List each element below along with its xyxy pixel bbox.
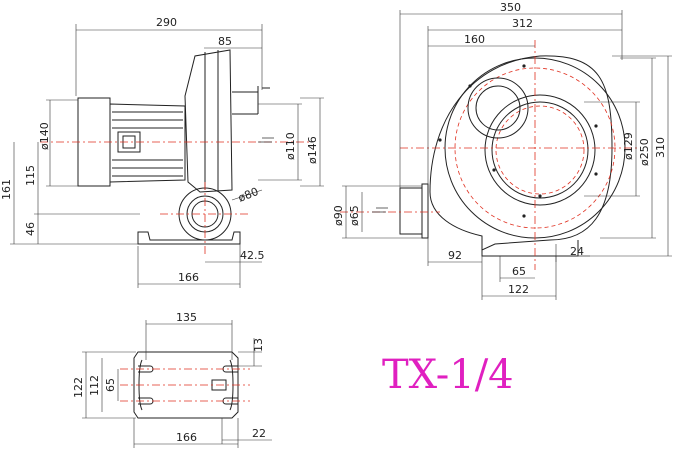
dim-dia-129: ø129 bbox=[622, 132, 635, 160]
dim-22: 22 bbox=[252, 427, 266, 440]
dim-13: 13 bbox=[252, 338, 265, 352]
dim-dia-250: ø250 bbox=[638, 138, 651, 166]
airflow-arrow-front bbox=[372, 207, 388, 213]
dim-350: 350 bbox=[500, 1, 521, 14]
dim-135: 135 bbox=[176, 311, 197, 324]
airflow-arrow-side bbox=[258, 137, 274, 143]
outlet-pipe bbox=[399, 187, 423, 235]
dim-42-5: 42.5 bbox=[240, 249, 265, 262]
dim-dia-140: ø140 bbox=[38, 122, 51, 150]
dim-92: 92 bbox=[448, 249, 462, 262]
dim-161: 161 bbox=[0, 179, 13, 200]
dim-46: 46 bbox=[24, 222, 37, 236]
dim-dia-90: ø90 bbox=[332, 205, 345, 226]
motor-body bbox=[109, 103, 186, 183]
base-view bbox=[120, 351, 250, 419]
model-label: TX-1/4 bbox=[382, 352, 514, 398]
dim-115: 115 bbox=[24, 165, 37, 186]
impeller-circle bbox=[484, 94, 596, 206]
dim-160: 160 bbox=[464, 33, 485, 46]
base-plate bbox=[133, 351, 239, 419]
dim-122-front: 122 bbox=[508, 283, 529, 296]
dim-166-base: 166 bbox=[176, 431, 197, 444]
dim-312: 312 bbox=[512, 17, 533, 30]
dim-166-side: 166 bbox=[178, 271, 199, 284]
dim-dia-80: ø80 bbox=[236, 185, 260, 205]
side-view bbox=[40, 49, 310, 256]
blower-housing-side bbox=[184, 49, 233, 193]
front-view bbox=[340, 40, 640, 270]
dim-65-front: 65 bbox=[512, 265, 526, 278]
dim-122-base: 122 bbox=[72, 377, 85, 398]
dim-290: 290 bbox=[156, 16, 177, 29]
front-view-dimensions: 350 312 160 ø129 ø250 310 ø90 ø65 92 bbox=[332, 1, 672, 300]
dim-310: 310 bbox=[654, 137, 667, 158]
front-base bbox=[481, 236, 579, 257]
dim-dia-65-front: ø65 bbox=[348, 205, 361, 226]
base-view-dimensions: 135 13 122 112 65 166 22 bbox=[72, 311, 272, 448]
motor-flange-circle bbox=[467, 77, 529, 139]
dim-112: 112 bbox=[88, 375, 101, 396]
dim-24: 24 bbox=[570, 245, 584, 258]
side-base-feet bbox=[137, 231, 241, 245]
side-view-dimensions: 290 85 ø140 ø110 ø146 115 161 46 ø80 bbox=[0, 16, 324, 288]
outlet-flange bbox=[421, 183, 429, 239]
dim-85: 85 bbox=[218, 35, 232, 48]
dim-dia-146: ø146 bbox=[306, 136, 319, 164]
dim-dia-110: ø110 bbox=[284, 132, 297, 160]
dim-65-base: 65 bbox=[104, 378, 117, 392]
